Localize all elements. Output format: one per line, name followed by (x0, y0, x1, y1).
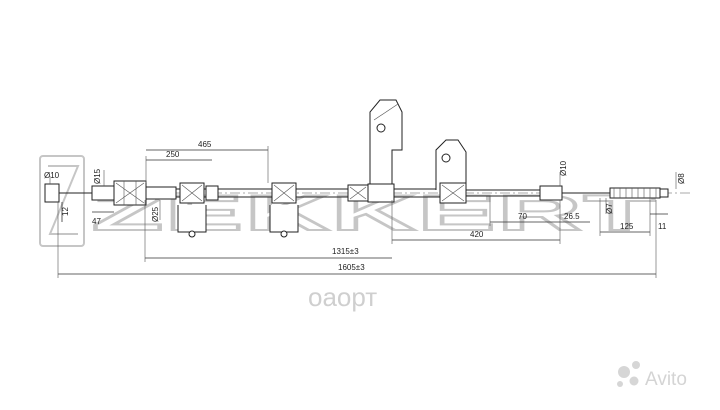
dimension-lines (49, 146, 677, 278)
mount-bracket-base (367, 183, 395, 203)
label-11: 11 (658, 222, 667, 231)
dimension-labels: Ø10 Ø15 Ø25 12 47 250 465 1315±3 1605±3 … (44, 140, 686, 272)
avito-circle-icon (617, 381, 623, 387)
adjuster-sleeve (145, 186, 177, 200)
label-465: 465 (198, 140, 212, 149)
right-ferrule (539, 185, 563, 201)
label-420: 420 (470, 230, 484, 239)
left-ferrule (91, 185, 115, 201)
bracket-2 (269, 205, 299, 233)
label-250: 250 (166, 150, 180, 159)
end-nut (659, 188, 669, 198)
thread-marks (613, 188, 657, 198)
label-d8: Ø8 (677, 173, 686, 184)
label-d10: Ø10 (44, 171, 60, 180)
middle-sleeve-hatch (349, 186, 367, 200)
label-47: 47 (92, 217, 101, 226)
grommet-1-hatch (181, 184, 203, 202)
threaded-end (609, 187, 661, 199)
label-12: 12 (61, 207, 70, 216)
label-d15: Ø15 (93, 168, 102, 184)
avito-circle-icon (618, 366, 630, 378)
label-d7: Ø7 (605, 203, 614, 214)
avito-watermark: Avito (617, 361, 687, 390)
tab-bracket (435, 139, 467, 190)
avito-circle-icon (629, 376, 639, 386)
zekkert-subtitle: оаорт (308, 282, 377, 312)
adjuster-block (113, 180, 147, 206)
adjuster-knurl (115, 181, 145, 205)
clip-1 (205, 185, 219, 201)
zekkert-logo-box (39, 155, 85, 247)
label-125: 125 (620, 222, 634, 231)
label-26-5: 26.5 (564, 212, 580, 221)
avito-circle-icon (632, 361, 640, 369)
bracket-1-hole (188, 230, 196, 238)
mount-bracket-edge (373, 103, 399, 121)
bracket-1 (177, 205, 207, 233)
zekkert-logo-mark (48, 165, 80, 235)
grommet-3-hatch (441, 184, 465, 202)
zekkert-watermark: ZEKKERT оаорт (39, 155, 657, 312)
mount-bracket-hole (376, 123, 386, 133)
bracket-2-hole (280, 230, 288, 238)
label-1315: 1315±3 (332, 247, 359, 256)
label-70: 70 (518, 212, 527, 221)
avito-text: Avito (645, 369, 687, 390)
tab-bracket-hole (441, 153, 451, 163)
label-1605: 1605±3 (338, 263, 365, 272)
grommet-2-hatch (273, 184, 295, 202)
left-end-nipple (44, 183, 60, 203)
mount-bracket-vertical (369, 99, 403, 190)
cable-assembly (44, 99, 690, 238)
label-d25: Ø25 (151, 206, 160, 222)
label-d10b: Ø10 (559, 160, 568, 176)
